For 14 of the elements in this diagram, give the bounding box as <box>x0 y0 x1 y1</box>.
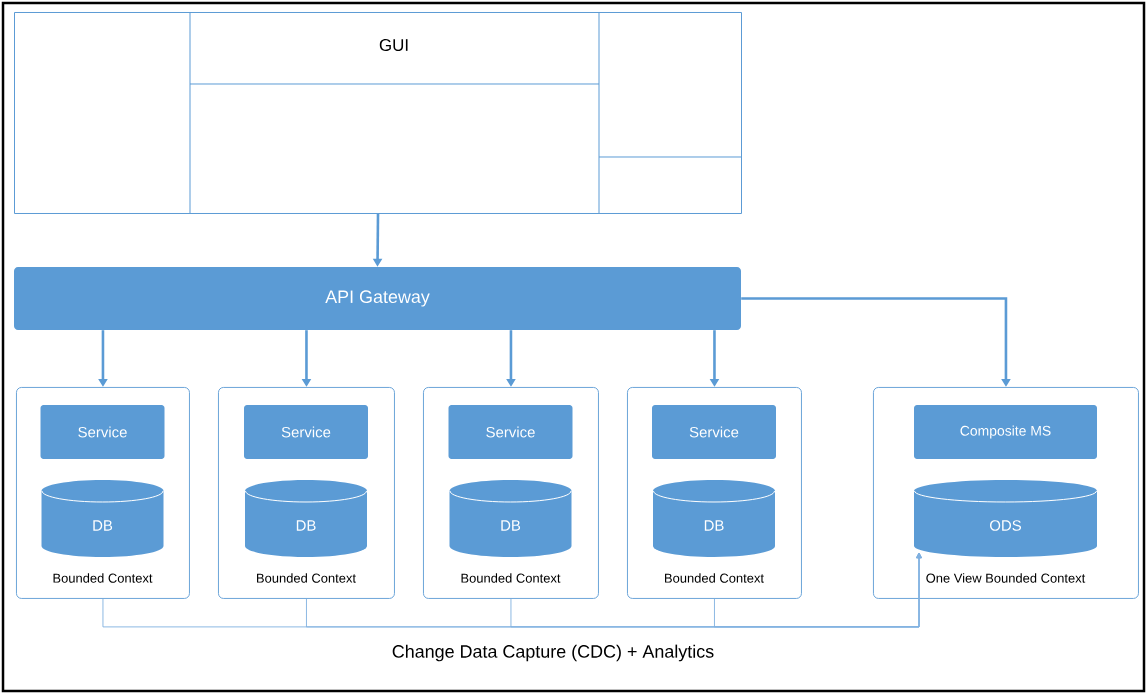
service-box: Service <box>448 405 573 459</box>
gui-window: GUI <box>14 11 742 214</box>
caption-text: Change Data Capture (CDC) + Analytics <box>392 644 714 662</box>
database-cylinder: DB <box>653 480 775 557</box>
database-cylinder: DB <box>41 480 164 557</box>
service-box: Composite MS <box>914 405 1097 459</box>
arrow <box>714 552 922 628</box>
service-box: Service <box>244 405 368 459</box>
service-box: Service <box>40 405 165 459</box>
database-cylinder: DB <box>449 480 572 557</box>
database-cylinder: DB <box>245 480 367 557</box>
gateway-bar: API Gateway <box>14 267 741 330</box>
service-box: Service <box>652 405 776 459</box>
database-cylinder: ODS <box>914 480 1097 557</box>
